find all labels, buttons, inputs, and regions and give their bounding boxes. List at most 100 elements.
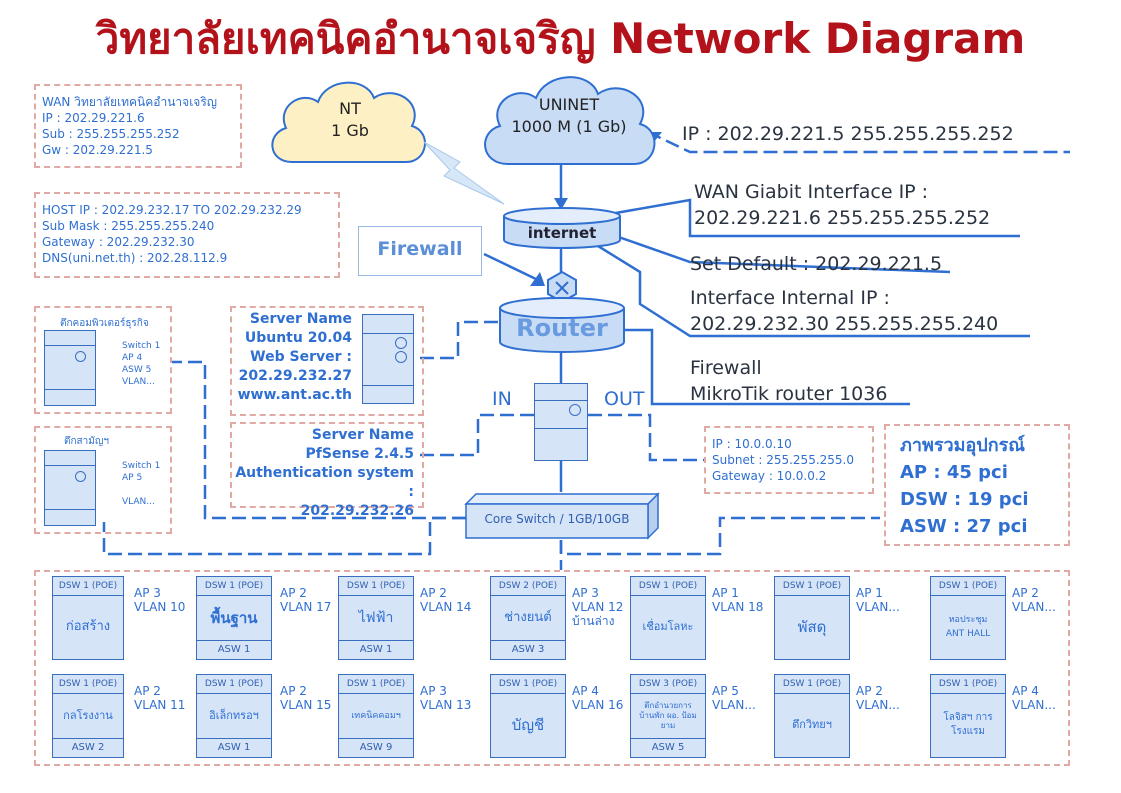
device-12: DSW 1 (POE) ตึกวิทยฯ bbox=[774, 674, 850, 758]
device-13-top: DSW 1 (POE) bbox=[931, 675, 1005, 694]
device-10-name: บัญชี bbox=[511, 716, 545, 734]
device-3: DSW 2 (POE) ช่างยนต์ ASW 3 bbox=[490, 576, 566, 660]
distribution-area bbox=[34, 570, 1070, 766]
building-admin-box bbox=[34, 426, 172, 534]
device-7-labels: AP 2 VLAN 11 bbox=[134, 684, 185, 712]
building-admin-title: ตึกสามัญฯ bbox=[64, 436, 109, 447]
device-9-name: เทคนิคคอมฯ bbox=[351, 711, 401, 721]
device-5-vlan: VLAN... bbox=[856, 600, 900, 614]
uninet-line-2: 1000 M (1 Gb) bbox=[511, 117, 627, 136]
device-2: DSW 1 (POE) ไฟฟ้า ASW 1 bbox=[338, 576, 414, 660]
device-2-labels: AP 2 VLAN 14 bbox=[420, 586, 471, 614]
wan-info-text: WAN วิทยาลัยเทคนิคอำนาจเจริญ IP : 202.29… bbox=[42, 94, 217, 158]
bb-line-3: ASW 5 bbox=[122, 365, 152, 375]
device-2-vlan: VLAN 14 bbox=[420, 600, 472, 614]
device-9-ap: AP 3 bbox=[420, 684, 447, 698]
nt-line-2: 1 Gb bbox=[331, 121, 369, 140]
internal-line bbox=[597, 244, 1030, 338]
core-switch-label: Core Switch / 1GB/10GB bbox=[484, 512, 630, 526]
device-1-bottom: ASW 1 bbox=[197, 640, 271, 659]
summary-ap: AP : 45 pci bbox=[900, 462, 1008, 483]
device-0-labels: AP 3 VLAN 10 bbox=[134, 586, 185, 614]
pfsense-line-2: PfSense 2.4.5 bbox=[305, 446, 414, 462]
router-icon bbox=[499, 297, 625, 353]
firewall-info-line bbox=[625, 328, 910, 406]
internal-line-2: 202.29.232.30 255.255.255.240 bbox=[690, 313, 999, 335]
device-7-top: DSW 1 (POE) bbox=[53, 675, 123, 694]
device-3-name: ช่างยนต์ bbox=[504, 610, 552, 625]
uninet-ip-label: IP : 202.29.221.5 255.255.255.252 bbox=[682, 123, 1014, 145]
device-11-top: DSW 3 (POE) bbox=[631, 675, 705, 694]
device-6-top: DSW 1 (POE) bbox=[931, 577, 1005, 596]
device-11: DSW 3 (POE) ตึกอำนวยการ บ้านพัก ผอ. ป้อม… bbox=[630, 674, 706, 758]
device-9-bottom: ASW 9 bbox=[339, 738, 413, 757]
internet-label: internet bbox=[527, 224, 597, 242]
device-11-bottom: ASW 5 bbox=[631, 738, 705, 757]
lightning-icon bbox=[423, 141, 505, 205]
device-6-ap: AP 2 bbox=[1012, 586, 1039, 600]
device-11-labels: AP 5 VLAN... bbox=[712, 684, 756, 712]
bb-line-4: VLAN... bbox=[122, 377, 155, 387]
device-1-ap: AP 2 bbox=[280, 586, 307, 600]
pfsense-line-4: 202.29.232.26 bbox=[300, 503, 414, 519]
firewall-info-line-2: MikroTik router 1036 bbox=[690, 383, 888, 405]
nt-line-1: NT bbox=[339, 99, 361, 118]
device-2-bottom: ASW 1 bbox=[339, 640, 413, 659]
device-12-ap: AP 2 bbox=[856, 684, 883, 698]
ubuntu-server-box bbox=[230, 306, 424, 416]
device-5-labels: AP 1 VLAN... bbox=[856, 586, 900, 614]
host-line-2: Sub Mask : 255.255.255.240 bbox=[42, 219, 215, 233]
device-1-name: พื้นฐาน bbox=[210, 609, 258, 627]
wan-line-3: Sub : 255.255.255.252 bbox=[42, 127, 180, 141]
device-10-ap: AP 4 bbox=[572, 684, 599, 698]
uninet-line-1: UNINET bbox=[538, 95, 600, 114]
device-3-ap: AP 3 bbox=[572, 586, 599, 600]
device-0: DSW 1 (POE) ก่อสร้าง bbox=[52, 576, 124, 660]
building-business-title: ตึกคอมพิวเตอร์ธุรกิจ bbox=[60, 318, 149, 329]
wan-info-box bbox=[34, 84, 242, 168]
device-11-ap: AP 5 bbox=[712, 684, 739, 698]
device-1-top: DSW 1 (POE) bbox=[197, 577, 271, 596]
device-13-labels: AP 4 VLAN... bbox=[1012, 684, 1056, 712]
wan-line-2: IP : 202.29.221.6 bbox=[42, 111, 145, 125]
wan-interface-label: WAN Giabit Interface IP : 202.29.221.6 2… bbox=[694, 180, 990, 230]
device-3-bottom: ASW 3 bbox=[491, 640, 565, 659]
summary-asw: ASW : 27 pci bbox=[900, 516, 1028, 537]
device-8-labels: AP 2 VLAN 15 bbox=[280, 684, 331, 712]
ba-line-3 bbox=[122, 484, 160, 496]
device-10-labels: AP 4 VLAN 16 bbox=[572, 684, 623, 712]
device-13: DSW 1 (POE) โลจิสฯ การโรงแรม bbox=[930, 674, 1006, 758]
building-admin-text: Switch 1 AP 5 VLAN... bbox=[122, 460, 160, 508]
device-1: DSW 1 (POE) พื้นฐาน ASW 1 bbox=[196, 576, 272, 660]
device-4-name: เชื่อมโลหะ bbox=[642, 620, 694, 633]
device-0-top: DSW 1 (POE) bbox=[53, 577, 123, 596]
device-3-vlan: VLAN 12 bbox=[572, 600, 624, 614]
pfsense-server-text: Server Name PfSense 2.4.5 Authentication… bbox=[234, 426, 414, 521]
device-0-name: ก่อสร้าง bbox=[65, 619, 111, 634]
device-6: DSW 1 (POE) หอประชุม ANT HALL bbox=[930, 576, 1006, 660]
device-5-top: DSW 1 (POE) bbox=[775, 577, 849, 596]
firewall-server-icon bbox=[534, 383, 588, 461]
lan-line-3: Gateway : 10.0.0.2 bbox=[712, 469, 827, 483]
bb-line-1: Switch 1 bbox=[122, 341, 161, 351]
nt-cloud-icon bbox=[271, 81, 426, 163]
device-12-labels: AP 2 VLAN... bbox=[856, 684, 900, 712]
device-9-labels: AP 3 VLAN 13 bbox=[420, 684, 471, 712]
device-2-name: ไฟฟ้า bbox=[358, 610, 394, 626]
lan-info-box bbox=[704, 426, 874, 494]
ba-line-1: Switch 1 bbox=[122, 461, 161, 471]
summary-heading: ภาพรวมอุปกรณ์ bbox=[900, 435, 1025, 456]
device-1-labels: AP 2 VLAN 17 bbox=[280, 586, 331, 614]
wan-line-1: WAN วิทยาลัยเทคนิคอำนาจเจริญ bbox=[42, 95, 218, 109]
device-9: DSW 1 (POE) เทคนิคคอมฯ ASW 9 bbox=[338, 674, 414, 758]
host-line-3: Gateway : 202.29.232.30 bbox=[42, 235, 195, 249]
device-2-ap: AP 2 bbox=[420, 586, 447, 600]
building-business-box bbox=[34, 306, 172, 414]
building-business-text: Switch 1 AP 4 ASW 5 VLAN... bbox=[122, 340, 160, 388]
device-5: DSW 1 (POE) พัสดุ bbox=[774, 576, 850, 660]
core-switch-icon bbox=[464, 492, 660, 540]
set-default-line bbox=[609, 232, 951, 274]
device-1-vlan: VLAN 17 bbox=[280, 600, 332, 614]
interface-internal-label: Interface Internal IP : 202.29.232.30 25… bbox=[690, 286, 998, 336]
ubuntu-line-5: www.ant.ac.th bbox=[237, 387, 352, 403]
